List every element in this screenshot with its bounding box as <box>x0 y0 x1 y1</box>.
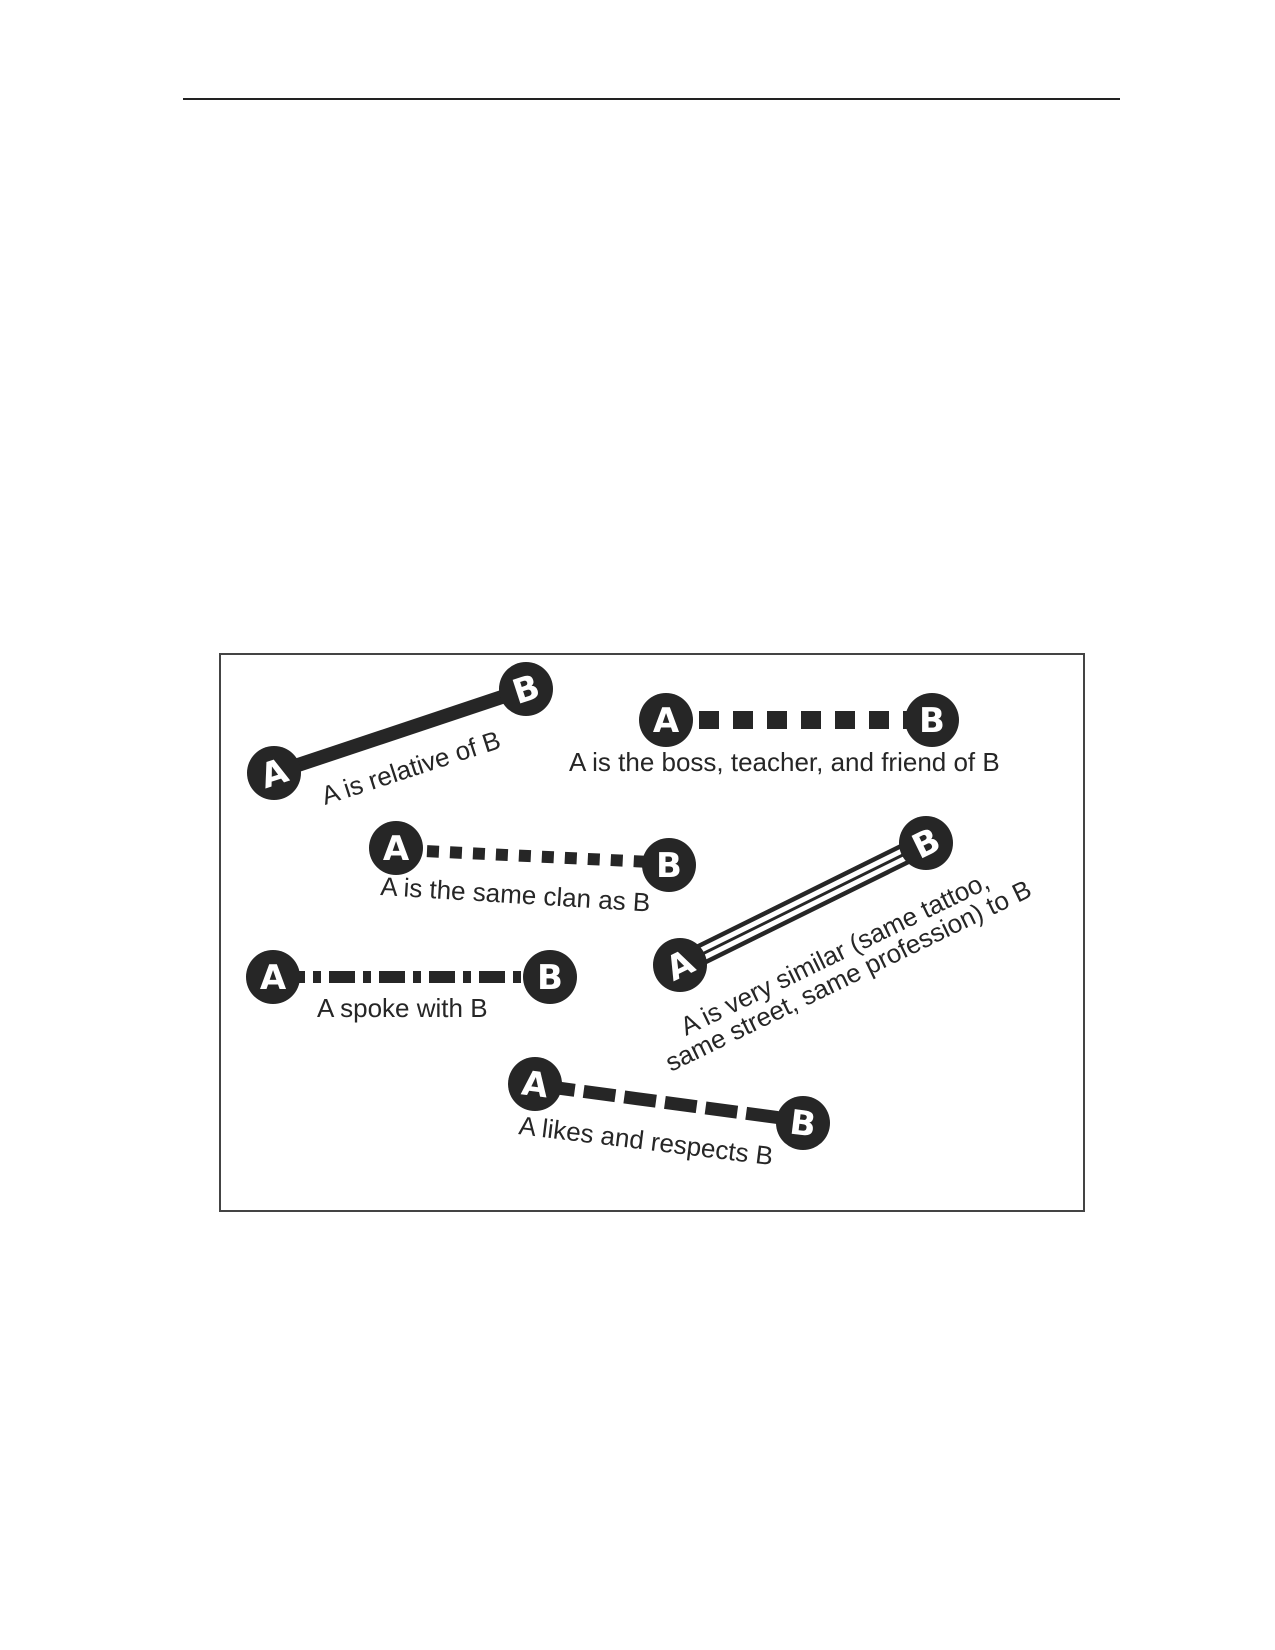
relation-label: A is relative of B <box>318 725 505 811</box>
svg-text:A: A <box>260 958 287 998</box>
node-a: A <box>653 938 707 992</box>
svg-text:B: B <box>537 958 563 998</box>
edge-thick-solid <box>271 682 529 780</box>
edge-long-dashed <box>542 1079 804 1128</box>
svg-text:A: A <box>383 829 410 869</box>
node-b: B <box>776 1096 830 1150</box>
node-b: B <box>905 693 959 747</box>
relation-relative: A B A is relative of B <box>247 662 553 811</box>
relation-same-clan: A B A is the same clan as B <box>369 821 696 917</box>
relation-very-similar: A B A is very similar (same tattoo, same… <box>653 816 1036 1077</box>
relation-label-line-2: same street, same profession) to B <box>660 874 1036 1078</box>
svg-text:B: B <box>919 701 945 741</box>
edge-dotted-squares <box>403 844 672 869</box>
svg-text:B: B <box>656 846 682 886</box>
node-b: B <box>899 816 953 870</box>
edge-triple-line <box>677 835 928 974</box>
relationship-legend-figure: A B A is relative of B A B A is the boss… <box>219 653 1085 1212</box>
relation-label: A spoke with B <box>317 993 488 1023</box>
relation-spoke-with: A B A spoke with B <box>246 950 577 1023</box>
relation-boss-teacher-friend: A B A is the boss, teacher, and friend o… <box>569 693 1000 777</box>
node-a: A <box>369 821 423 875</box>
node-a: A <box>247 746 301 800</box>
relation-label: A is the same clan as B <box>380 871 652 917</box>
svg-text:A: A <box>519 1064 551 1107</box>
node-b: B <box>642 838 696 892</box>
relation-likes-respects: A B A likes and respects B <box>508 1057 830 1171</box>
relation-label: A likes and respects B <box>517 1110 775 1171</box>
svg-text:B: B <box>788 1103 819 1146</box>
node-a: A <box>639 693 693 747</box>
svg-text:A: A <box>653 701 680 741</box>
header-rule <box>183 98 1120 100</box>
node-a: A <box>508 1057 562 1111</box>
node-b: B <box>523 950 577 1004</box>
node-a: A <box>246 950 300 1004</box>
relation-label: A is the boss, teacher, and friend of B <box>569 747 1000 777</box>
node-b: B <box>499 662 553 716</box>
